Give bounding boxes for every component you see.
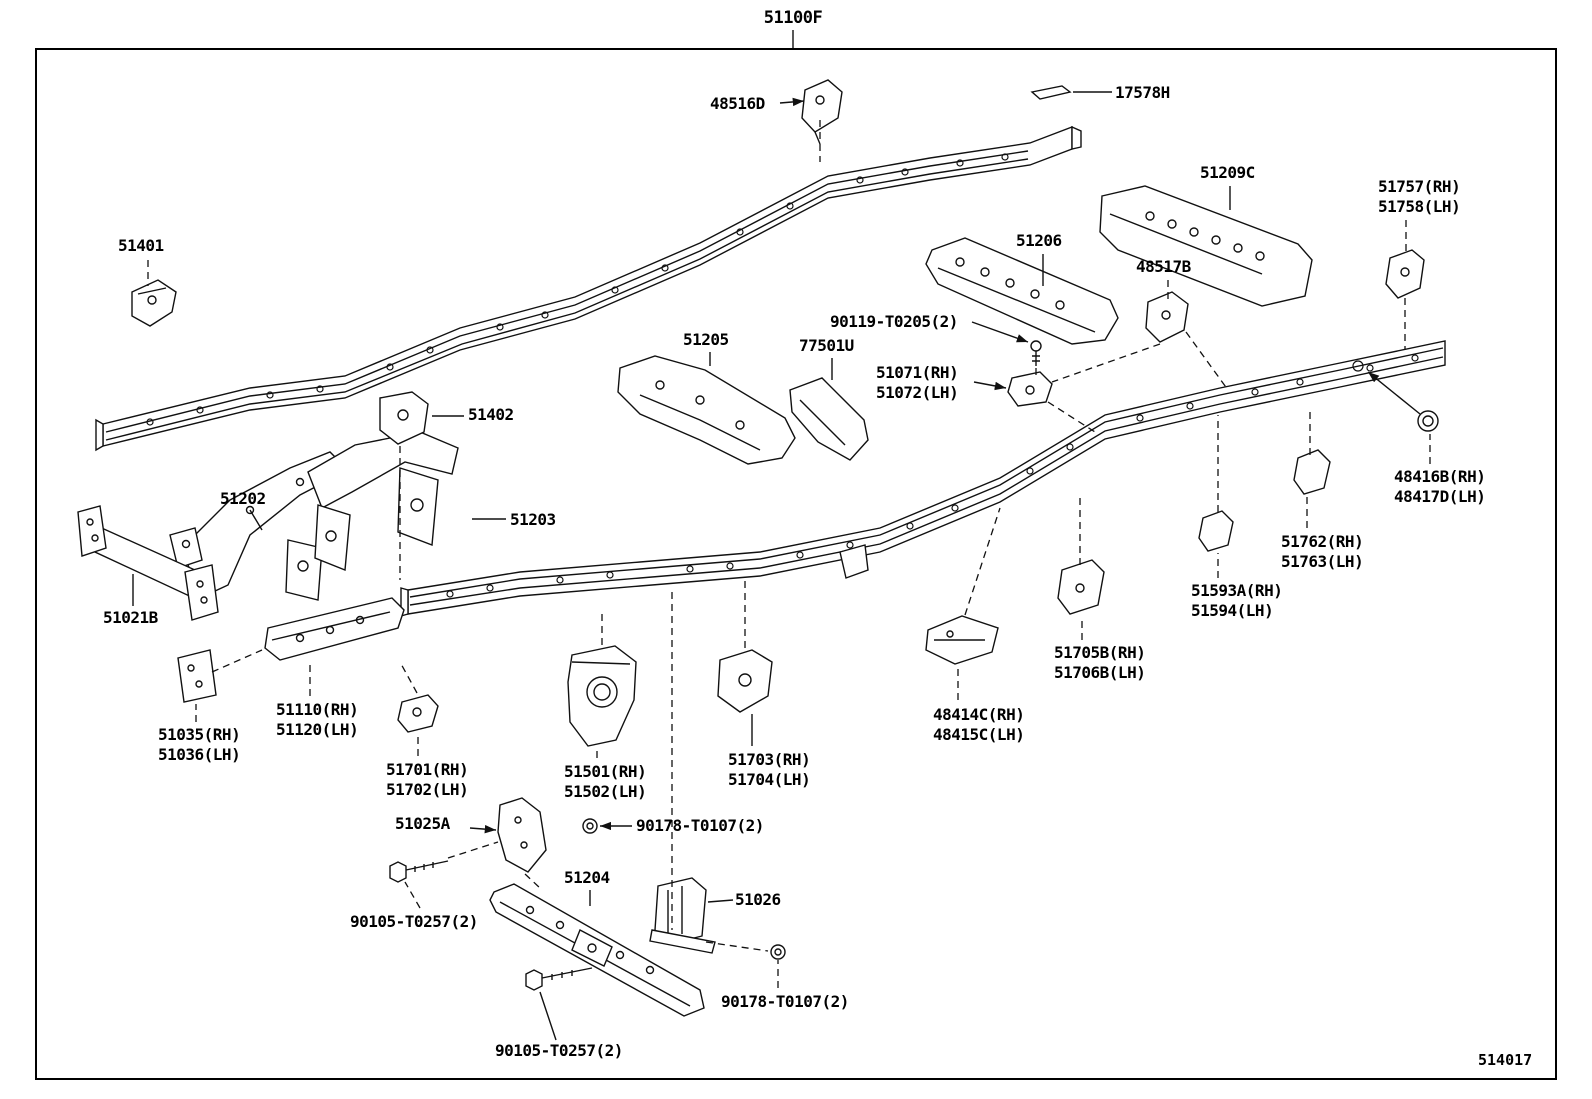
part-51757-shape [1385,249,1425,299]
bolt-90105-a-shape [389,860,449,883]
drawing-number: 514017 [1478,1051,1533,1069]
dashed-lines [147,120,1431,988]
part-51203-shape [307,431,459,571]
part-51593A-shape [1198,510,1234,552]
part-51209C-shape [1099,185,1313,307]
leader-lines [132,30,1421,1041]
part-51021B-shape [77,505,219,621]
part-51205-shape [617,355,796,465]
part-48516D-shape [801,79,843,145]
bolt-90105-b-shape [525,967,593,991]
part-77501U-shape [789,377,869,461]
part-48414C-shape [925,615,999,665]
part-51705B-shape [1057,559,1105,615]
diagram-border [35,48,1557,1080]
part-51025A-shape [497,797,547,873]
nut-90178-b-shape [770,944,786,960]
rail-holes [146,153,1419,598]
nut-90178-a-shape [582,818,598,834]
part-51026-shape [649,877,716,954]
part-51071-shape [1007,371,1053,407]
part-51703-shape [717,649,773,713]
part-48517B-shape [1145,291,1189,343]
bolt-90119-shape [1030,340,1042,366]
part-51401-shape [131,279,177,327]
part-48416B-grommet-shape [1417,410,1439,432]
part-51501-shape [567,645,637,747]
part-51762-shape [1293,449,1331,495]
part-51035-shape [177,649,217,703]
near-rail [407,340,1446,615]
part-51206-shape [925,237,1119,345]
part-51204-shape [489,883,705,1017]
part-17578H-shape [1030,85,1072,100]
assembly-title-label: 51100F [763,8,823,28]
part-51701-shape [397,694,439,733]
part-51402-shape [379,391,429,445]
frame-rails [95,125,1446,617]
part-51110-shape [264,597,405,661]
